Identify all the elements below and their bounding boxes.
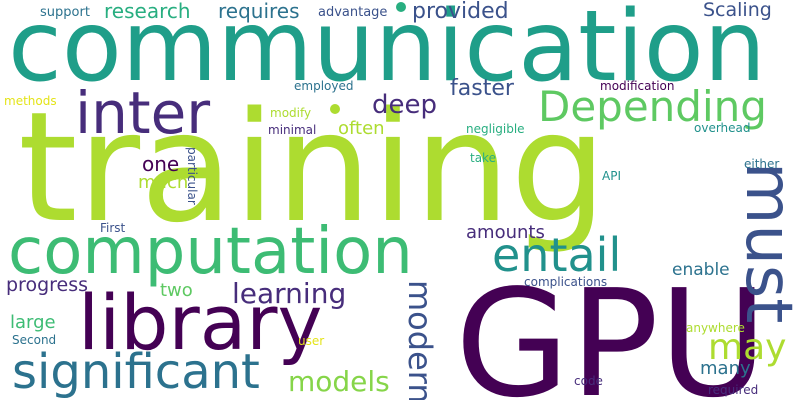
word-enable: enable	[672, 260, 730, 280]
word-provided: provided	[412, 0, 509, 24]
word-computation: computation	[8, 215, 413, 289]
word-much: much	[138, 172, 189, 193]
word-code: code	[574, 374, 603, 388]
word-inter: inter	[75, 79, 211, 147]
word-may: may	[708, 327, 787, 368]
word-two: two	[160, 280, 193, 301]
word-user: user	[298, 334, 325, 348]
word-faster: faster	[450, 76, 514, 101]
word-negligible: negligible	[466, 122, 525, 136]
word-many: many	[700, 358, 751, 379]
word-support: support	[40, 5, 90, 20]
word-progress: progress	[6, 274, 89, 296]
word-models: models	[288, 365, 390, 398]
word-methods: methods	[4, 94, 57, 108]
word-complications: complications	[524, 275, 608, 289]
word-modern: modern	[401, 280, 439, 400]
word-second: Second	[12, 333, 57, 347]
word-employed: employed	[294, 79, 354, 93]
word-advantage: advantage	[318, 5, 388, 20]
word-modify: modify	[270, 106, 312, 120]
word-entail: entail	[492, 228, 622, 282]
word-gpu: GPU	[455, 258, 768, 400]
word-significant: significant	[12, 344, 260, 400]
word-deep: deep	[372, 90, 437, 120]
word-learning: learning	[232, 277, 347, 310]
word-anywhere: anywhere	[686, 321, 745, 335]
word-minimal: minimal	[268, 123, 317, 137]
word-modification: modification	[600, 79, 675, 93]
word-required: required	[708, 383, 759, 397]
word-communication: communication	[8, 0, 766, 104]
word-one: one	[142, 152, 180, 176]
word-research: research	[104, 0, 191, 23]
word-take: take	[470, 151, 496, 165]
word-particular: particular	[185, 147, 199, 205]
dot-mark	[396, 2, 406, 12]
word-must: must	[731, 162, 800, 324]
dot-mark	[330, 104, 340, 114]
word-depending: Depending	[538, 82, 767, 131]
word-scaling: Scaling	[703, 0, 772, 21]
word-api: API	[602, 169, 621, 183]
word-requires: requires	[218, 0, 300, 23]
word-library: library	[78, 278, 323, 367]
word-amounts: amounts	[466, 222, 545, 243]
word-either: either	[744, 157, 780, 171]
word-often: often	[338, 118, 385, 139]
word-first: First	[100, 221, 126, 235]
word-training: training	[18, 79, 607, 256]
word-large: large	[10, 312, 56, 333]
word-overhead: overhead	[694, 121, 751, 135]
